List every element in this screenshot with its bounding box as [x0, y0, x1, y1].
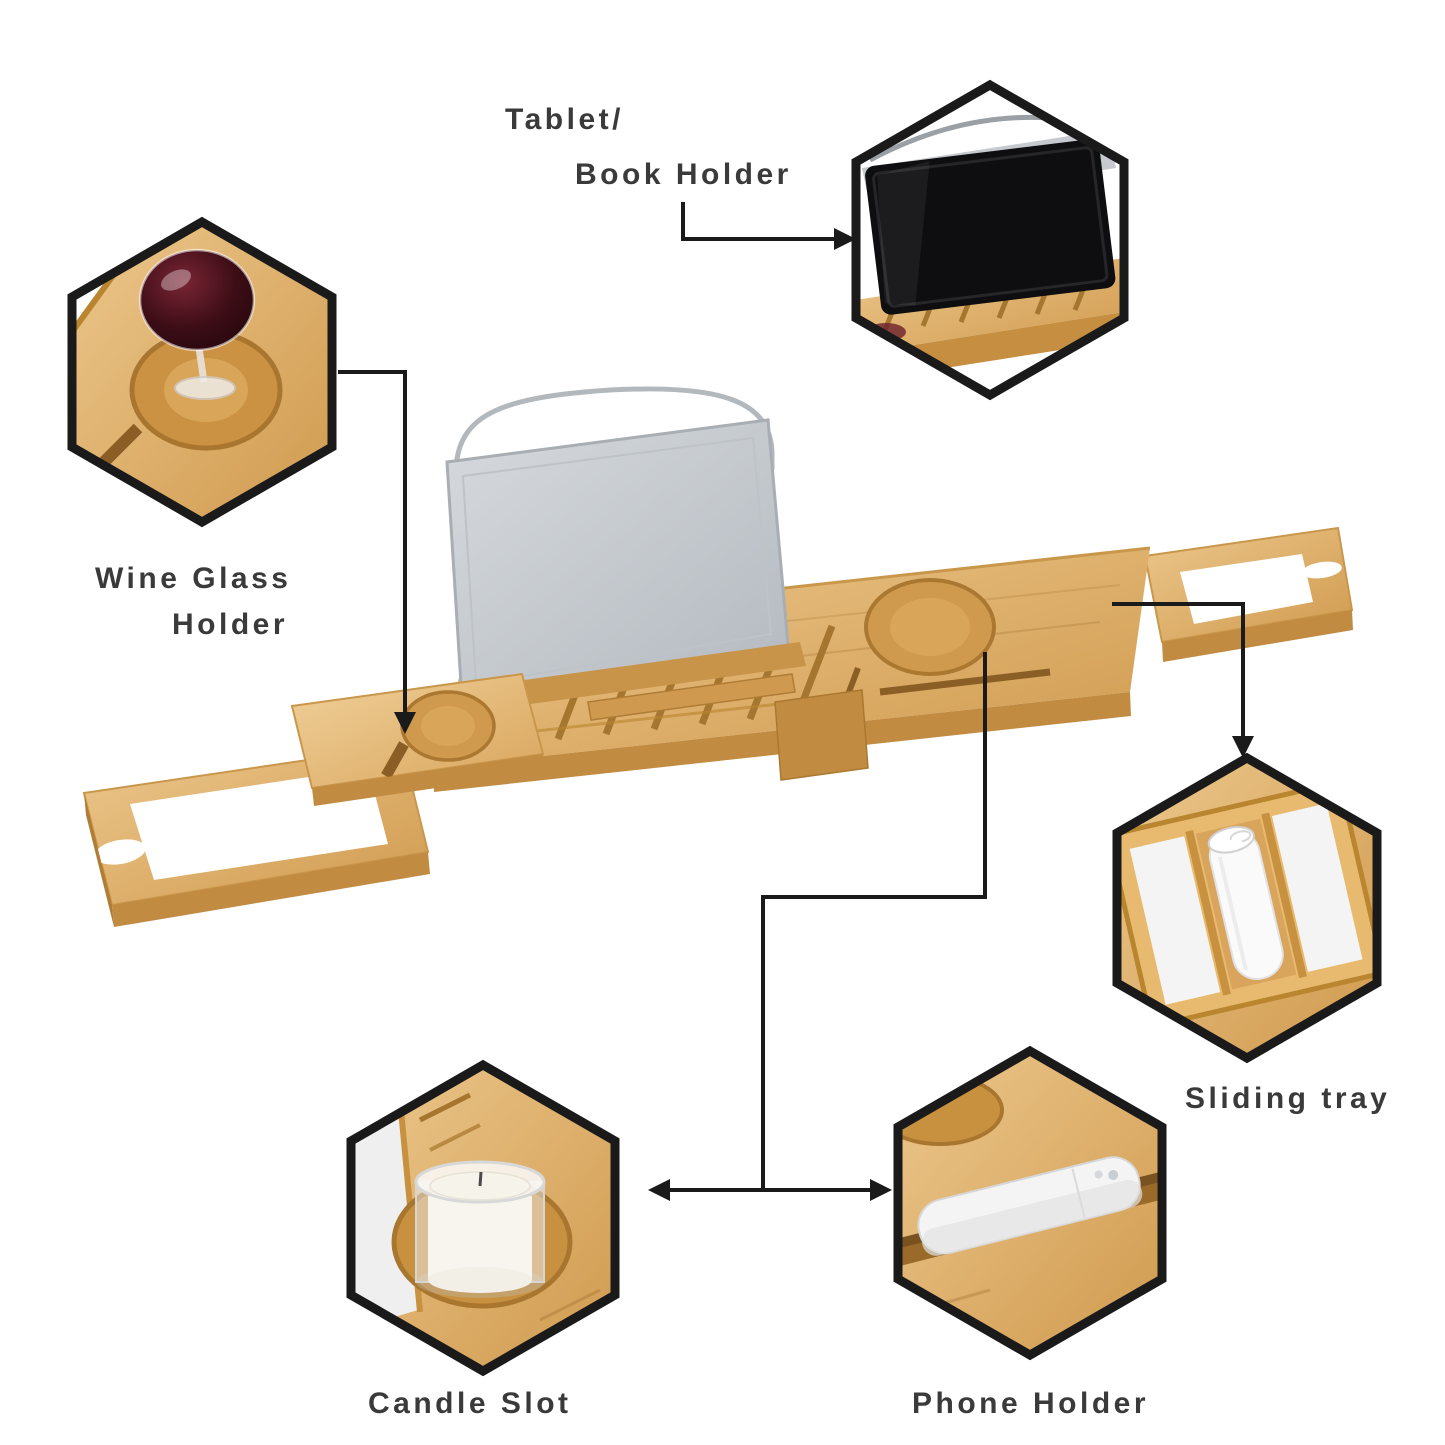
wine-glass — [140, 250, 254, 350]
inset-phone-holder — [893, 1045, 1167, 1361]
candle-slot-label: Candle Slot — [368, 1387, 572, 1420]
candle-in-glass — [414, 1160, 546, 1298]
wine-glass-holder-label-line1: Wine Glass — [95, 562, 292, 595]
candle-photo — [351, 1065, 615, 1371]
phone-device — [917, 1156, 1143, 1256]
phone-holder-label: Phone Holder — [912, 1387, 1150, 1420]
callout-arrows — [338, 202, 1254, 1201]
hexagon-border-candle — [346, 1059, 620, 1377]
hexagon-border-wine — [67, 216, 337, 528]
deck-phone-groove — [879, 668, 1051, 696]
book-stand-wire — [453, 386, 775, 487]
hexagon-border-tablet — [851, 79, 1129, 401]
arrow-tablet-book-holder — [681, 202, 856, 250]
sliding-tray-label: Sliding tray — [1185, 1082, 1391, 1115]
inset-sliding-tray — [1112, 752, 1382, 1064]
inset-candle-slot — [346, 1059, 620, 1377]
inset-wine-glass-holder — [67, 216, 337, 528]
wine-glass-photo — [72, 222, 332, 522]
slide-rail — [774, 689, 869, 781]
inset-tablet-book-holder — [851, 79, 1129, 401]
hexagon-border-phone — [893, 1045, 1167, 1361]
wine-glass-slide-panel — [290, 672, 545, 806]
right-extension-frame — [1143, 526, 1354, 662]
wine-glass-holder-label-line2: Holder — [172, 608, 289, 641]
book-stand-base — [452, 642, 806, 714]
rolled-towel — [1207, 826, 1284, 980]
book-ledge — [587, 673, 796, 721]
tablet-photo — [856, 85, 1124, 395]
sliding-tray-photo — [1117, 758, 1377, 1058]
book-stand — [445, 386, 806, 714]
arrow-sliding-tray — [1112, 602, 1254, 758]
tablet-book-holder-label-line2: Book Holder — [575, 158, 792, 191]
tablet-device — [865, 139, 1116, 315]
product-bathtub-caddy — [82, 386, 1354, 927]
phone-photo — [898, 1051, 1162, 1355]
hexagon-border-sliding-tray — [1112, 752, 1382, 1064]
tablet-book-holder-label-line1: Tablet/ — [505, 103, 624, 136]
arrow-wine-glass-holder — [338, 370, 416, 734]
arrow-candle-and-phone — [648, 652, 987, 1201]
deck-cup-recess — [864, 578, 996, 676]
